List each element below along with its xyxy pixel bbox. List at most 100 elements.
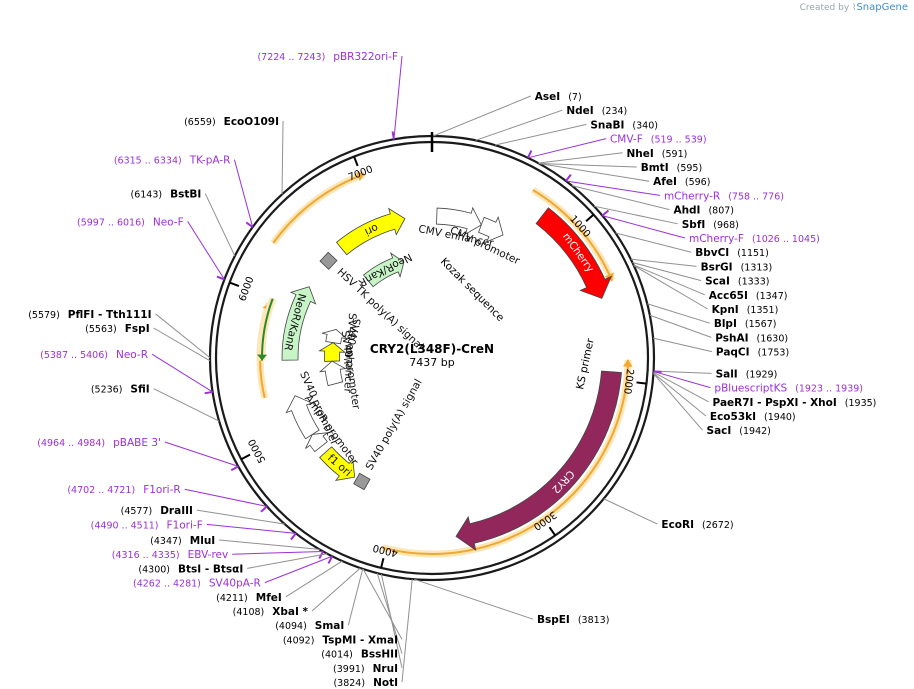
enzyme-site-eco53ki: Eco53kI(1940) <box>710 411 796 423</box>
site-position: (7224 .. 7243) <box>257 52 325 63</box>
leader-line <box>632 262 702 282</box>
plasmid-size: 7437 bp <box>409 356 454 369</box>
site-position: (6559) <box>184 117 216 128</box>
leader-line-layer <box>151 55 713 683</box>
primer-site-mark <box>327 555 333 564</box>
enzyme-site-paer7i-pspxi-xhoi: PaeR7I - PspXI - XhoI (1935) <box>713 397 877 409</box>
enzyme-site-scai: ScaI(1333) <box>705 276 769 288</box>
primer-site-sv40pa-r: (4262 .. 4281) SV40pA-R <box>133 578 261 590</box>
site-position: (1630) <box>757 333 789 344</box>
neor-kanr-2-arrow <box>362 252 405 288</box>
site-position: (5997 .. 6016) <box>77 217 145 228</box>
leader-line <box>647 303 710 324</box>
site-name: BspEI <box>537 614 570 626</box>
site-position: (1567) <box>745 319 777 330</box>
site-name: mCherry-R <box>664 190 720 202</box>
site-position: (4014) <box>321 650 353 661</box>
cmv-enhancer-arrow <box>436 206 482 235</box>
leader-line <box>153 327 211 362</box>
site-position: (4108) <box>233 607 265 618</box>
cmv-promoter-arrow <box>478 216 504 243</box>
sv40-promoter-2-label: SV40 promoter <box>339 330 362 411</box>
site-position: (1923 .. 1939) <box>795 384 863 395</box>
primer-site-mark <box>527 150 533 159</box>
leader-line <box>633 264 705 296</box>
enzyme-site-acc65i: Acc65I(1347) <box>709 290 788 302</box>
leader-line <box>380 574 403 668</box>
leader-line <box>219 539 320 550</box>
site-position: (3824) <box>333 678 365 689</box>
leader-line <box>538 152 623 164</box>
snapgene-credit: Created by ⌇SnapGene <box>800 2 908 13</box>
site-name: pBR322ori-F <box>333 51 398 63</box>
site-name: pBluescriptKS <box>714 383 787 395</box>
site-name: CMV-F <box>610 134 643 146</box>
site-position: (4347) <box>150 536 182 547</box>
site-name: EcoRI <box>661 519 694 531</box>
enzyme-site-bbvci: BbvCI(1151) <box>695 247 769 259</box>
orf-2-arrowhead <box>622 359 633 367</box>
primer-site-neo-f: (5997 .. 6016)Neo-F <box>77 216 184 228</box>
tick-mark <box>353 156 359 167</box>
enzyme-site-btsi-bts-i: (4300)BtsI - BtsαI <box>138 563 243 575</box>
site-position: (758 .. 776) <box>728 191 784 202</box>
leader-line <box>433 95 531 137</box>
site-position: (1935) <box>845 398 877 409</box>
leader-line <box>393 55 403 140</box>
site-position: (591) <box>662 149 688 160</box>
sv40-ori-arrow <box>321 329 348 345</box>
site-name: SalI <box>716 368 738 380</box>
site-name: NheI <box>627 148 654 160</box>
ori-label: ori <box>363 221 380 238</box>
site-name: MfeI <box>256 592 282 604</box>
site-position: (1351) <box>747 305 779 316</box>
enzyme-site-asei: AseI(7) <box>535 91 582 103</box>
site-name: PaqCI <box>716 347 750 359</box>
leader-line <box>603 498 658 525</box>
leader-line <box>281 120 284 195</box>
snapgene-logo-icon: ⌇ <box>852 3 857 13</box>
site-name: PaeR7I - PspXI - XhoI <box>713 397 837 409</box>
enzyme-site-afei: AfeI(596) <box>653 176 710 188</box>
orf-3-arrowhead <box>356 171 365 182</box>
site-position: (2672) <box>702 520 734 531</box>
credit-brand: SnapGene <box>856 2 908 13</box>
tick-mark <box>636 381 647 385</box>
cry2-arrow <box>455 370 622 551</box>
primer-site-mark <box>290 532 297 541</box>
site-name: SbfI <box>682 219 706 231</box>
site-position: (4316 .. 4335) <box>112 550 180 561</box>
leader-line <box>187 221 225 280</box>
enzyme-site-mfei: (4211)MfeI <box>216 592 282 604</box>
plasmid-name: CRY2(L348F)-CreN <box>370 342 494 356</box>
leader-line <box>653 370 711 389</box>
enzyme-site-ecoo109i: (6559)EcoO109I <box>184 116 279 128</box>
enzyme-site-paqci: PaqCI(1753) <box>716 347 789 359</box>
site-label-layer: AseI(7)NdeI(234)SnaBI(340)CMV-F(519 .. 5… <box>28 51 876 689</box>
site-position: (4262 .. 4281) <box>133 579 201 590</box>
site-position: (807) <box>708 206 734 217</box>
site-name: ScaI <box>705 276 730 288</box>
orf-2-line <box>382 359 629 555</box>
site-name: SV40pA-R <box>209 578 261 590</box>
f1-ori-arrow <box>319 446 356 481</box>
enzyme-site-smai: (4094)SmaI <box>275 620 344 632</box>
site-name: BtsI - BtsαI <box>178 563 243 575</box>
leader-line <box>494 123 587 146</box>
site-name: F1ori-R <box>143 484 180 496</box>
site-name: BbvCI <box>695 247 729 259</box>
site-position: (340) <box>632 120 658 131</box>
site-name: BstBI <box>170 189 201 201</box>
credit-prefix: Created by <box>799 3 850 13</box>
leader-line <box>602 215 686 239</box>
leader-line <box>206 523 296 534</box>
enzyme-site-sbfi: SbfI(968) <box>682 219 739 231</box>
leader-line <box>285 560 343 598</box>
enzyme-site-sfii: (5236)SfiI <box>91 384 150 396</box>
leader-line <box>653 373 703 431</box>
primer-site-cmv-f: CMV-F(519 .. 539) <box>610 134 707 146</box>
orf-1-arrowhead <box>604 272 614 281</box>
sv40-promoter-1-arrow <box>285 395 320 440</box>
site-name: TspMI - XmaI <box>322 634 398 646</box>
primer-site-mark <box>565 174 572 182</box>
